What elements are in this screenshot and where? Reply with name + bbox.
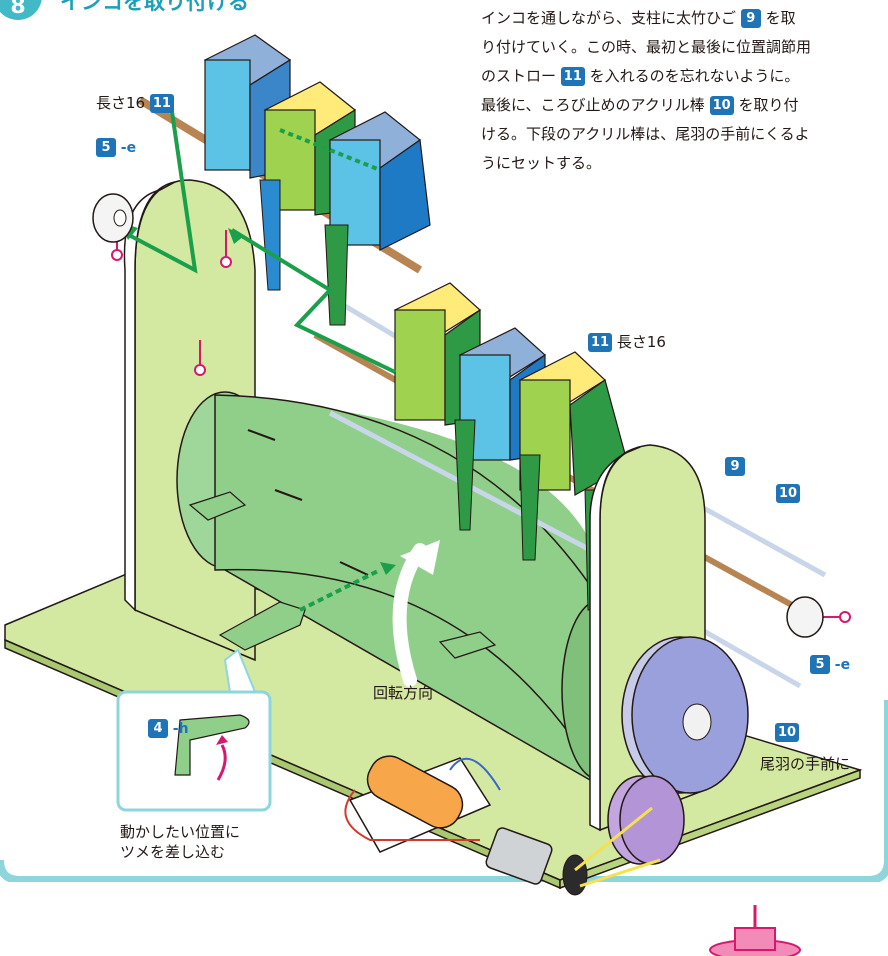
instr-line3b: を入れるのを忘れないように。 <box>589 67 800 85</box>
left-washer-badge: 5 <box>96 138 116 157</box>
instr-line1a: インコを通しながら、支柱に太竹ひご <box>481 9 737 27</box>
step-title: インコを取り付ける <box>60 0 249 14</box>
badge-10: 10 <box>709 96 734 115</box>
instr-line6: うにセットする。 <box>481 154 602 172</box>
instr-line3a: のストロー <box>481 67 557 85</box>
label-right-washer: 5 -e <box>810 654 850 675</box>
instr-line5: ける。下段のアクリル棒は、尾羽の手前にくるよ <box>481 125 810 143</box>
budgerigar-row-upper <box>203 34 431 326</box>
instr-line2: り付けていく。この時、最初と最後に位置調節用 <box>481 38 812 56</box>
label-rod-9: 9 <box>725 456 745 476</box>
callout-caption-1: 動かしたい位置に <box>120 823 241 841</box>
right-washer <box>786 596 824 638</box>
top-length-text: 長さ16 <box>96 94 146 112</box>
left-washer <box>92 193 134 243</box>
rod10-bottom-badge: 10 <box>775 723 800 742</box>
large-pulley <box>621 636 749 794</box>
label-top-length: 長さ16 11 <box>96 93 174 113</box>
label-rotation: 回転方向 <box>373 684 434 702</box>
callout-caption-2: ツメを差し込む <box>120 843 226 861</box>
badge-9: 9 <box>740 9 761 28</box>
small-pulley <box>607 775 685 865</box>
rod9-badge: 9 <box>725 457 745 476</box>
rod10-top-badge: 10 <box>776 484 801 503</box>
label-tail-front: 尾羽の手前に <box>760 755 851 773</box>
label-callout-part: 4 -h <box>148 718 189 739</box>
instr-line4a: 最後に、ころび止めのアクリル棒 <box>481 96 705 114</box>
label-left-washer: 5 -e <box>96 137 136 158</box>
right-washer-suffix: -e <box>834 657 851 673</box>
decoration-spool <box>709 905 801 956</box>
badge-11: 11 <box>560 67 585 86</box>
tab-piece <box>218 601 306 651</box>
callout-caption: 動かしたい位置に ツメを差し込む <box>120 822 240 862</box>
assembly-guide-lines <box>109 97 396 612</box>
right-washer-badge: 5 <box>810 655 830 674</box>
top-length-badge: 11 <box>149 94 174 113</box>
callout-badge: 4 <box>148 719 168 738</box>
label-rod-10-top: 10 <box>776 483 801 503</box>
motor-and-battery <box>344 755 661 896</box>
step-number: 8 <box>0 0 42 20</box>
mid-length-text: 長さ16 <box>616 333 666 351</box>
label-rod-10-bottom: 10 <box>775 722 800 742</box>
instr-line1b: を取 <box>765 9 796 27</box>
callout-suffix: -h <box>172 721 189 737</box>
left-washer-suffix: -e <box>120 140 137 156</box>
rotation-arrow <box>392 540 440 687</box>
instr-line4b: を取り付 <box>738 96 799 114</box>
label-mid-length: 11 長さ16 <box>588 332 666 352</box>
mid-length-badge: 11 <box>588 333 613 352</box>
instructions: インコを通しながら、支柱に太竹ひご 9 を取 り付けていく。この時、最初と最後に… <box>481 4 886 178</box>
